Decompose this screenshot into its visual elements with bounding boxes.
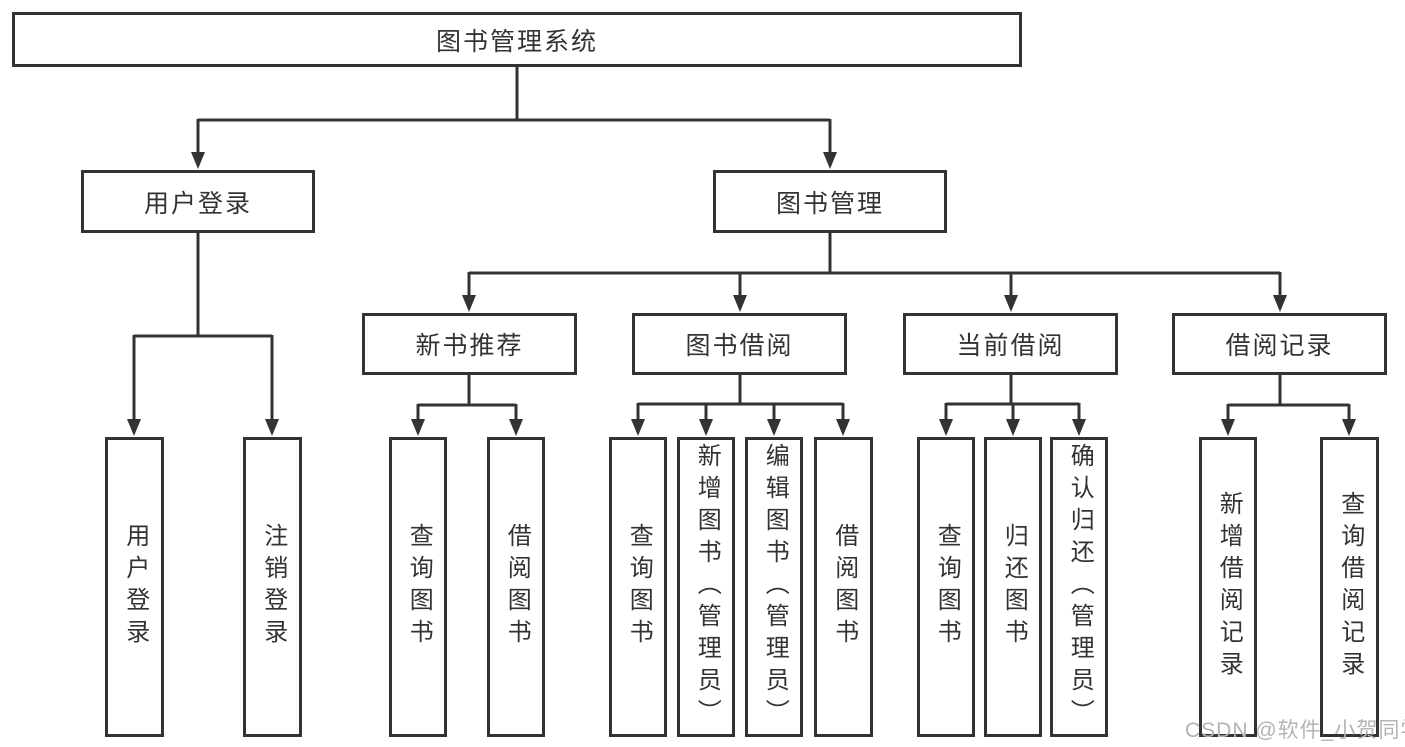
node-label: 查询借阅记录 (1336, 491, 1364, 683)
arrow-down-icon (767, 419, 781, 436)
node-label: 图书借阅 (685, 332, 794, 360)
node-user-login: 用户登录 (81, 170, 315, 233)
node-label: 借阅图书 (830, 523, 858, 651)
node-label: 查询图书 (625, 523, 653, 651)
arrow-down-icon (1342, 419, 1356, 436)
csdn-watermark: CSDN @软件_小贺同学 (1185, 719, 1405, 742)
arrow-down-icon (631, 419, 645, 436)
leaf-borrow-book: 借阅图书 (814, 437, 873, 737)
node-label: 新增图书（管理员） (693, 443, 721, 731)
node-new-book-recommend: 新书推荐 (362, 313, 577, 375)
leaf-borrow-book: 借阅图书 (487, 437, 545, 737)
leaf-query-book: 查询图书 (389, 437, 447, 737)
node-label: 用户登录 (143, 189, 252, 218)
arrow-down-icon (1273, 295, 1287, 312)
node-label: 图书管理 (775, 189, 884, 218)
leaf-return-book: 归还图书 (984, 437, 1042, 737)
arrow-down-icon (411, 419, 425, 436)
arrow-down-icon (836, 419, 850, 436)
arrow-down-icon (191, 152, 205, 169)
arrow-down-icon (1004, 295, 1018, 312)
node-root: 图书管理系统 (12, 12, 1022, 67)
arrow-down-icon (462, 295, 476, 312)
leaf-edit-book-admin: 编辑图书（管理员） (745, 437, 803, 737)
node-label: 用户登录 (121, 523, 149, 651)
arrow-down-icon (1072, 419, 1086, 436)
node-label: 查询图书 (405, 523, 433, 651)
leaf-query-book: 查询图书 (609, 437, 667, 737)
node-label: 借阅图书 (503, 523, 531, 651)
arrow-down-icon (699, 419, 713, 436)
arrow-down-icon (127, 419, 141, 436)
node-book-management: 图书管理 (713, 170, 947, 233)
leaf-logout: 注销登录 (243, 437, 302, 737)
leaf-query-book: 查询图书 (917, 437, 975, 737)
node-current-borrow: 当前借阅 (903, 313, 1118, 375)
leaf-add-borrow-record: 新增借阅记录 (1199, 437, 1257, 737)
node-label: 新书推荐 (415, 332, 524, 360)
arrow-down-icon (823, 152, 837, 169)
arrow-down-icon (733, 295, 747, 312)
leaf-add-book-admin: 新增图书（管理员） (677, 437, 735, 737)
arrow-down-icon (1006, 419, 1020, 436)
node-label: 新增借阅记录 (1215, 491, 1243, 683)
node-borrow-records: 借阅记录 (1172, 313, 1387, 375)
node-label: 归还图书 (1000, 523, 1028, 651)
node-label: 借阅记录 (1225, 332, 1334, 360)
arrow-down-icon (509, 419, 523, 436)
node-label: 图书管理系统 (435, 27, 598, 56)
leaf-query-borrow-record: 查询借阅记录 (1320, 437, 1379, 737)
arrow-down-icon (1221, 419, 1235, 436)
arrow-down-icon (939, 419, 953, 436)
leaf-user-login: 用户登录 (105, 437, 164, 737)
node-label: 注销登录 (259, 523, 287, 651)
node-label: 编辑图书（管理员） (761, 443, 789, 731)
node-label: 确认归还（管理员） (1066, 443, 1094, 731)
node-book-borrow: 图书借阅 (632, 313, 847, 375)
node-label: 查询图书 (933, 523, 961, 651)
node-label: 当前借阅 (956, 332, 1065, 360)
arrow-down-icon (265, 419, 279, 436)
leaf-confirm-return-admin: 确认归还（管理员） (1050, 437, 1108, 737)
